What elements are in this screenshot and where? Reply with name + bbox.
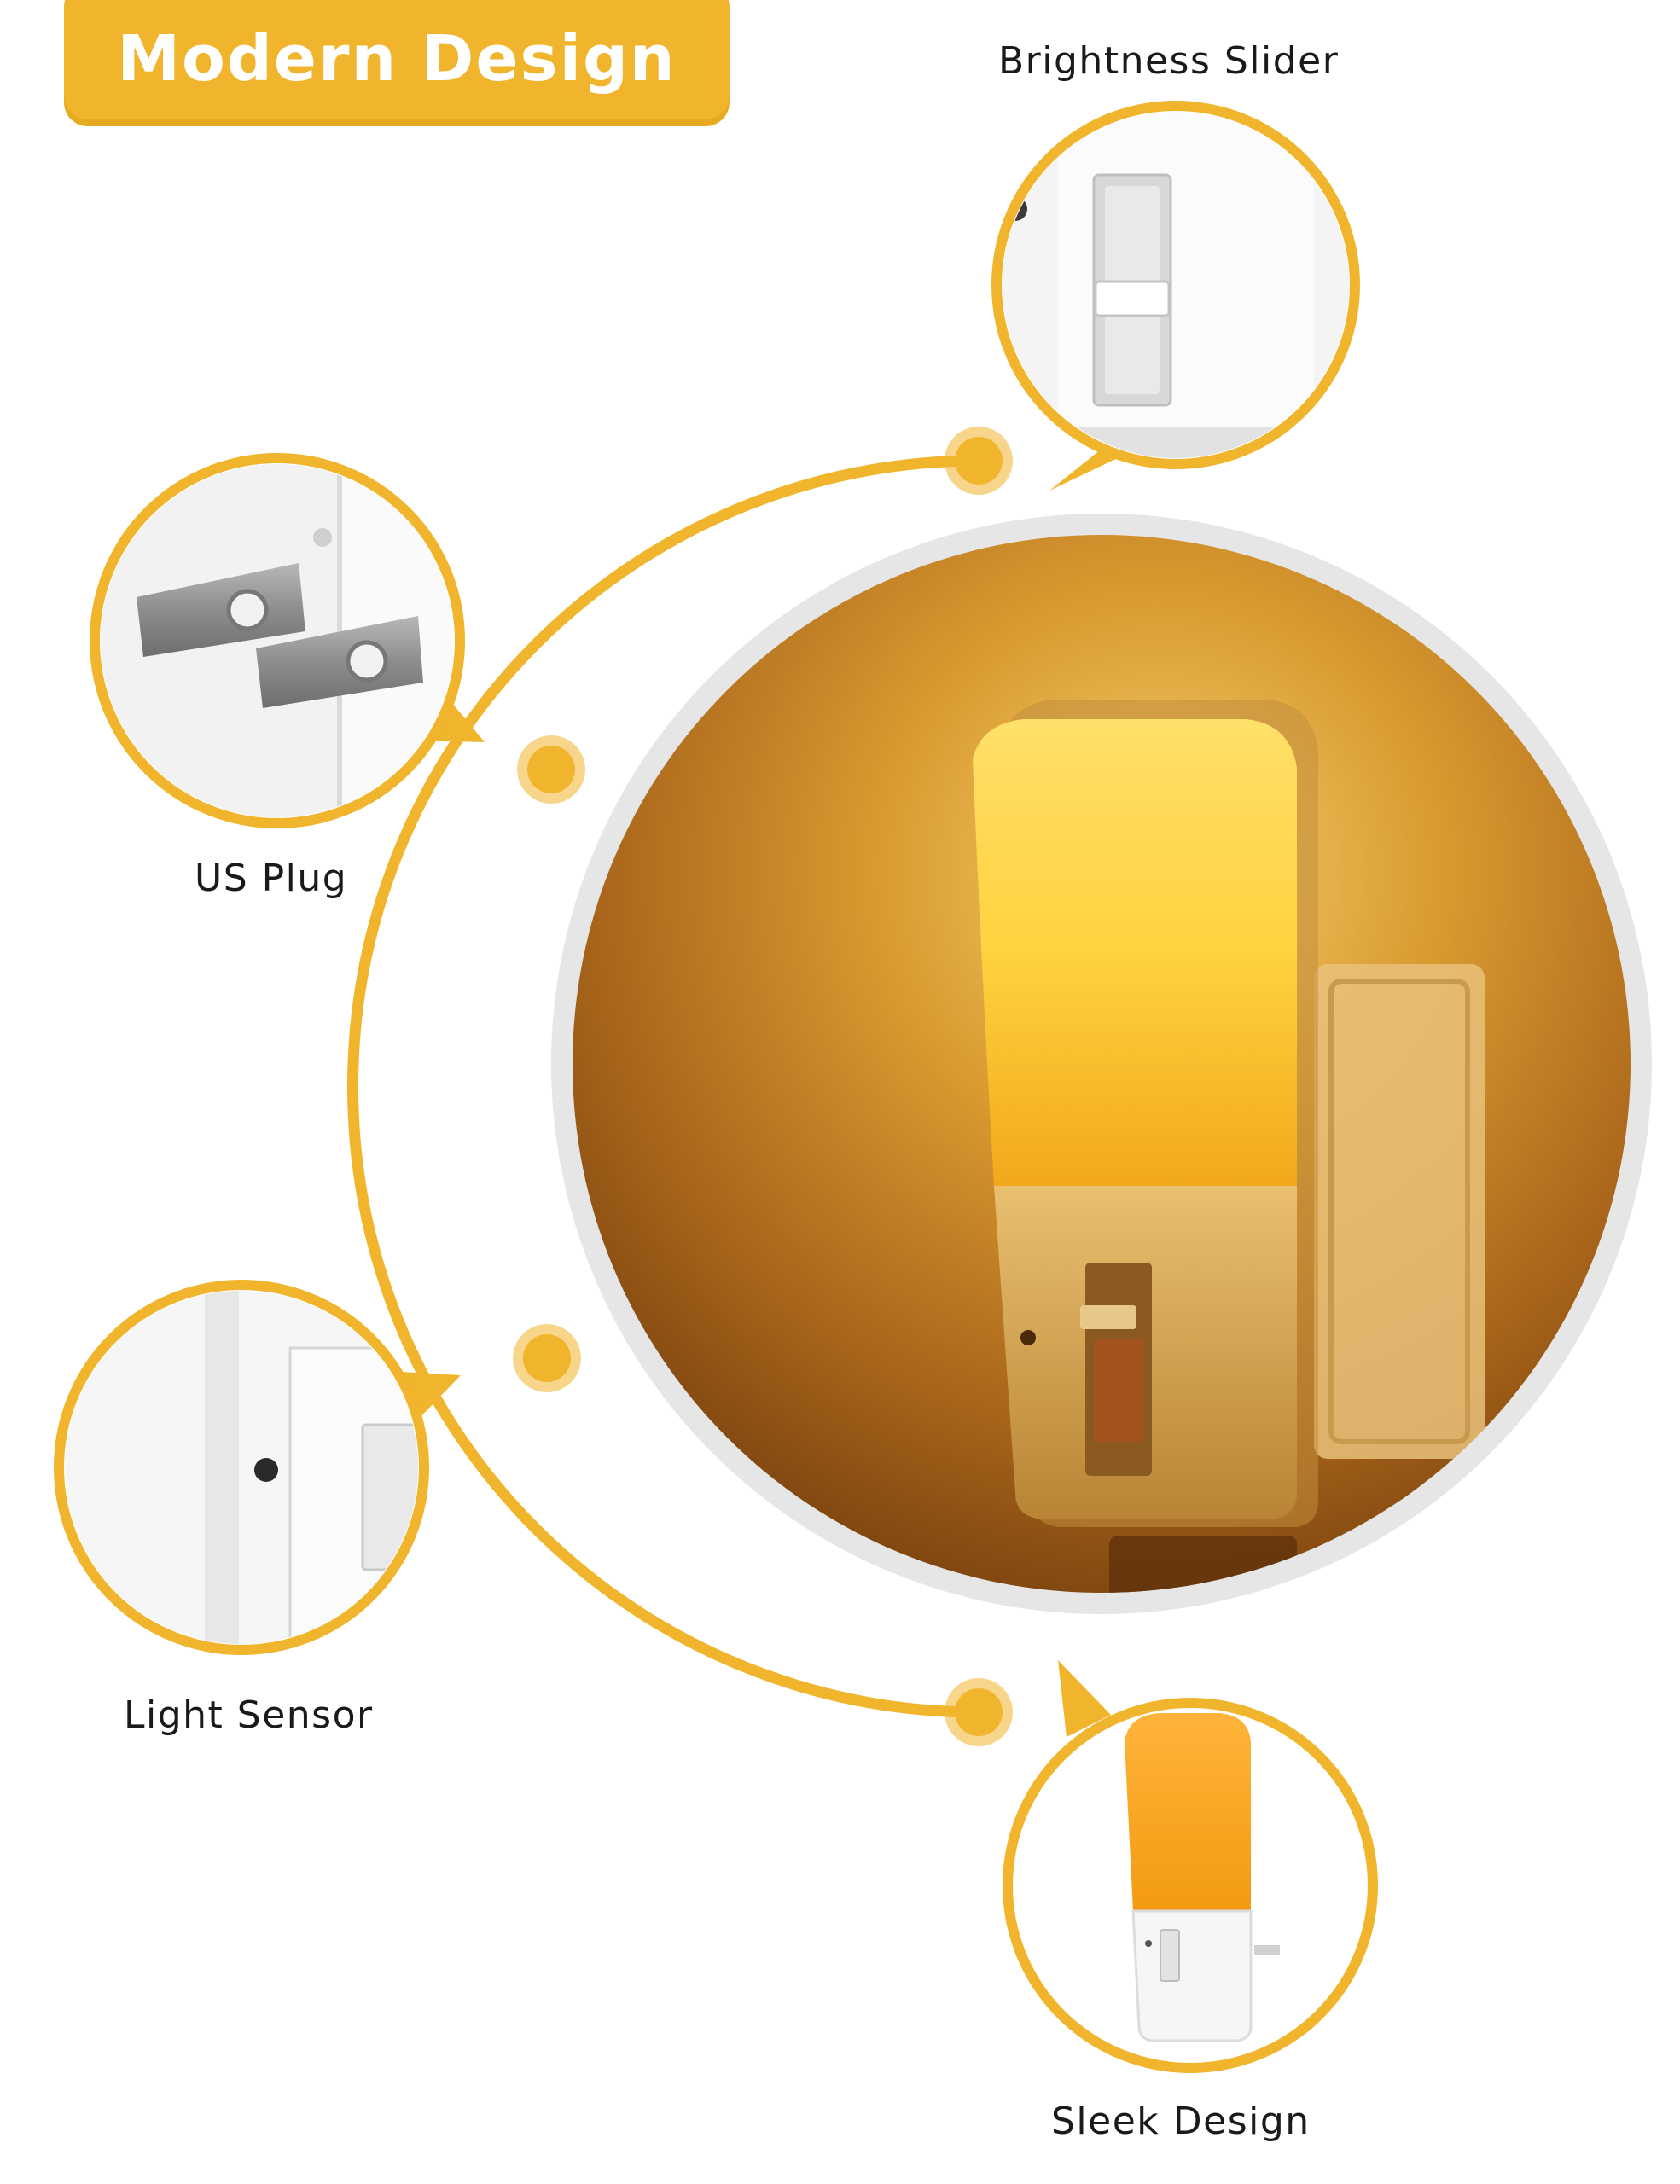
- timeline-dot-top: [945, 427, 1013, 495]
- light-sensor-label: Light Sensor: [124, 1693, 374, 1737]
- timeline-dot-lower: [513, 1324, 581, 1392]
- sleek-design-image: [1003, 1660, 1378, 2073]
- title-badge: Modern Design: [64, 0, 730, 119]
- brightness-slider-image: [991, 101, 1360, 491]
- us-plug-label: US Plug: [195, 857, 348, 900]
- timeline-dot-bottom: [945, 1678, 1013, 1746]
- sleek-design-label: Sleek Design: [1051, 2100, 1311, 2143]
- us-plug-image: [90, 453, 485, 828]
- timeline-dot-upper: [517, 735, 585, 804]
- page-title: Modern Design: [117, 22, 677, 96]
- timeline-arc: [347, 455, 980, 1718]
- light-sensor-image: [54, 1280, 461, 1655]
- brightness-slider-label: Brightness Slider: [998, 39, 1340, 83]
- main-product-image: [551, 514, 1652, 1614]
